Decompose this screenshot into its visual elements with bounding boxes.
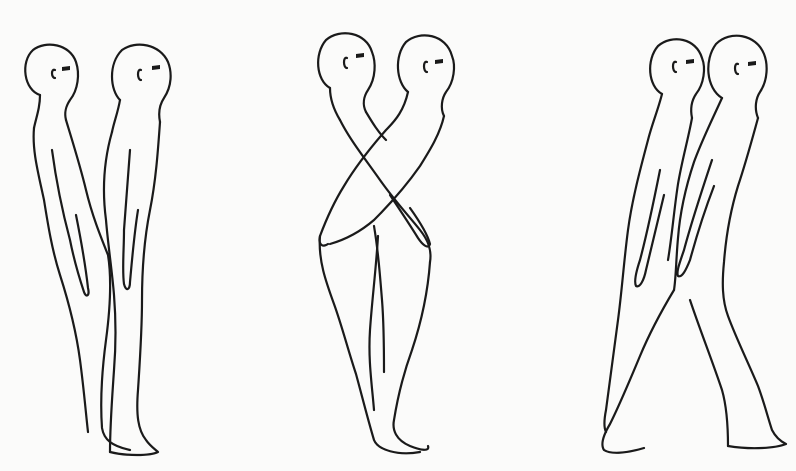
head-outline: [25, 45, 78, 120]
head-outline: [318, 33, 375, 112]
trailing-leg-outline: [602, 290, 674, 453]
ear-outline: [424, 62, 427, 72]
eye-mark: [62, 66, 70, 71]
arm-outline: [123, 150, 138, 289]
neck-back-outline: [330, 88, 340, 120]
body-front-outline: [723, 118, 786, 448]
body-front-outline: [668, 118, 692, 260]
ear-outline: [673, 62, 676, 72]
body-front-outline: [110, 122, 160, 455]
panel-middle: [318, 33, 454, 453]
panel-right: [602, 36, 786, 453]
arm-outline: [52, 150, 89, 295]
leg-outline: [394, 262, 430, 450]
leg-front-outline: [374, 226, 384, 372]
panel-left: [25, 45, 170, 455]
figure-left-front: [104, 45, 171, 455]
figure-middle-front: [319, 35, 454, 453]
ear-outline: [735, 64, 738, 74]
neck-back-outline: [34, 95, 40, 128]
leading-leg-inner-outline: [690, 300, 728, 446]
torso-front-outline: [366, 112, 386, 140]
eye-mark: [356, 53, 364, 58]
neck-back-outline: [112, 100, 120, 132]
eye-mark: [686, 59, 694, 64]
eye-mark: [152, 65, 160, 70]
body-back-outline: [605, 94, 663, 432]
arm-outline: [390, 195, 430, 246]
eye-mark: [435, 59, 443, 64]
torso-back-outline: [340, 120, 431, 262]
ear-outline: [138, 70, 141, 80]
head-outline: [398, 35, 454, 116]
head-outline: [112, 45, 171, 122]
body-front-outline: [66, 120, 130, 450]
ear-outline: [344, 58, 347, 68]
eye-mark: [748, 61, 756, 66]
ear-outline: [52, 70, 55, 78]
leg-back-outline: [369, 236, 378, 410]
arm-outline: [635, 170, 664, 286]
arm-outline: [677, 160, 714, 276]
head-outline: [708, 36, 766, 118]
figure-left-back: [25, 45, 130, 450]
back-outline: [319, 92, 408, 246]
